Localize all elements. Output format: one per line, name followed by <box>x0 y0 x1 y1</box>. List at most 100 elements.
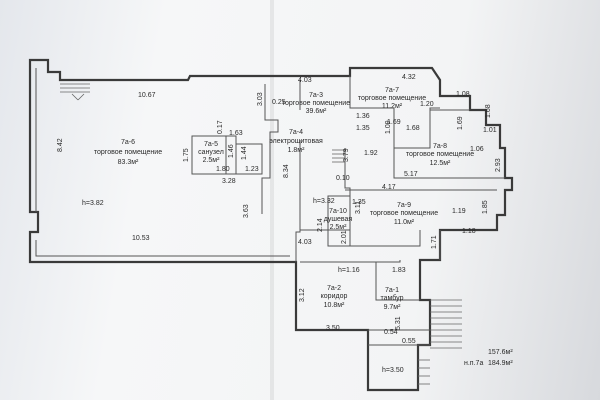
stairs-entrance <box>418 299 462 385</box>
dim-119: 1.19 <box>452 208 466 215</box>
room-7a-1: 7а-1 тамбур 9.7м² <box>381 287 404 311</box>
dim-417: 4.17 <box>382 184 396 191</box>
svg-text:2.5м²: 2.5м² <box>203 157 221 164</box>
total-label: н.п.7а <box>464 360 483 367</box>
dim-146: 1.46 <box>228 144 235 158</box>
room-7a-8: 7а-8 торговое помещение 12.5м² <box>406 143 474 167</box>
svg-text:7а-5: 7а-5 <box>204 141 218 148</box>
partition-main-right <box>261 84 279 214</box>
svg-text:7а-1: 7а-1 <box>385 287 399 294</box>
dim-top-right: 4.32 <box>402 74 416 81</box>
room-7a-9: 7а-9 торговое помещение 11.0м² <box>370 202 438 226</box>
dim-201: 2.01 <box>341 230 348 244</box>
svg-text:11.0м²: 11.0м² <box>394 219 415 226</box>
svg-text:торговое помещение: торговое помещение <box>94 149 162 156</box>
dim-169a: 1.69 <box>387 119 401 126</box>
dim-185: 1.85 <box>482 200 489 214</box>
room-7a-10: 7а-10 душевая 2.5м² <box>324 208 353 231</box>
dim-010: 0.10 <box>336 175 350 182</box>
dim-171: 1.71 <box>431 235 438 249</box>
dim-bottom-left: 10.53 <box>132 235 150 242</box>
room-7a-7: 7а-7 торговое помещение 11.2м² <box>358 87 426 110</box>
partition-corridor <box>295 80 301 262</box>
bottom-wall-inner <box>35 240 290 257</box>
dim-bottom-mid: 4.03 <box>298 239 312 246</box>
dim-168a: 1.68 <box>406 125 420 132</box>
partition-wc-inner <box>225 136 263 175</box>
svg-text:торговое помещение: торговое помещение <box>370 210 438 217</box>
dim-312: 3.12 <box>299 288 306 302</box>
svg-text:коридор: коридор <box>321 293 348 300</box>
dim-116: h=1.16 <box>338 267 360 274</box>
svg-text:7а-4: 7а-4 <box>289 129 303 136</box>
dim-531: 5.31 <box>395 316 402 330</box>
outer-wall <box>28 58 514 392</box>
svg-text:торговое помещение: торговое помещение <box>282 100 350 107</box>
svg-text:9.7м²: 9.7м² <box>384 304 402 311</box>
svg-text:7а-2: 7а-2 <box>327 285 341 292</box>
svg-text:торговое помещение: торговое помещение <box>406 151 474 158</box>
height-mid: h=3.32 <box>313 198 335 205</box>
svg-text:торговое помещение: торговое помещение <box>358 95 426 102</box>
dim-328: 3.28 <box>222 178 236 185</box>
svg-text:7а-9: 7а-9 <box>397 202 411 209</box>
dim-834: 8.34 <box>283 164 290 178</box>
dim-363: 3.63 <box>243 204 250 218</box>
room-7a-6: 7а-6 торговое помещение 83.3м² <box>94 139 162 166</box>
svg-text:39.6м²: 39.6м² <box>306 108 327 115</box>
dim-163: 1.63 <box>229 130 243 137</box>
svg-text:10.8м²: 10.8м² <box>324 302 345 309</box>
svg-text:11.2м²: 11.2м² <box>382 103 403 110</box>
room-7a-3: 7а-3 торговое помещение 39.6м² <box>282 92 350 115</box>
dim-055: 0.55 <box>402 338 416 345</box>
svg-text:1.8м²: 1.8м² <box>288 147 306 154</box>
dim-350: 3.50 <box>326 325 340 332</box>
dim-106: 1.06 <box>470 146 484 153</box>
dim-118: 1.18 <box>462 228 476 235</box>
dim-144: 1.44 <box>241 146 248 160</box>
dim-025: 0.25 <box>272 99 286 106</box>
svg-text:7а-7: 7а-7 <box>385 87 399 94</box>
partition-bottom <box>300 260 420 301</box>
dim-136: 1.36 <box>356 113 370 120</box>
partition-room8 <box>393 108 505 179</box>
stairs-mid <box>332 149 345 163</box>
svg-text:12.5м²: 12.5м² <box>430 160 451 167</box>
partition-room9 <box>350 230 441 260</box>
svg-text:2.5м²: 2.5м² <box>330 224 348 231</box>
dim-top-mid: 4.03 <box>298 77 312 84</box>
dim-192: 1.92 <box>364 150 378 157</box>
svg-text:тамбур: тамбур <box>381 294 404 302</box>
svg-text:7а-3: 7а-3 <box>309 92 323 99</box>
dim-175: 1.75 <box>183 148 190 162</box>
total-area-1: 157.6м² <box>488 349 513 356</box>
svg-text:83.3м²: 83.3м² <box>118 159 139 166</box>
dim-135a: 1.35 <box>356 125 370 132</box>
area-totals: 157.6м² н.п.7а 184.9м² <box>464 349 513 367</box>
svg-text:7а-6: 7а-6 <box>121 139 135 146</box>
dim-168b: 1.68 <box>485 104 492 118</box>
dim-183: 1.83 <box>392 267 406 274</box>
dim-311: 3.11 <box>355 201 362 214</box>
dim-101: 1.01 <box>483 127 497 134</box>
dim-293: 2.93 <box>495 158 502 172</box>
dim-109: 1.09 <box>385 120 392 134</box>
total-area-2: 184.9м² <box>488 360 513 367</box>
stairs-top-left <box>60 83 90 101</box>
height-bottom: h=3.50 <box>382 367 404 374</box>
dim-379: 3.79 <box>343 148 350 162</box>
dim-108: 1.08 <box>456 91 470 98</box>
room-7a-5: 7а-5 санузел 2.5м² <box>198 141 224 164</box>
dim-017: 0.17 <box>217 120 224 134</box>
dim-123: 1.23 <box>245 166 259 173</box>
dim-135b: 1.35 <box>352 199 366 206</box>
dim-169b: 1.69 <box>457 116 464 130</box>
dim-214: 2.14 <box>317 218 324 232</box>
dim-left: 8.42 <box>57 138 64 152</box>
partition-mid <box>300 148 497 231</box>
dim-120: 1.20 <box>420 101 434 108</box>
height-main: h=3.82 <box>82 200 104 207</box>
svg-text:душевая: душевая <box>324 216 353 223</box>
